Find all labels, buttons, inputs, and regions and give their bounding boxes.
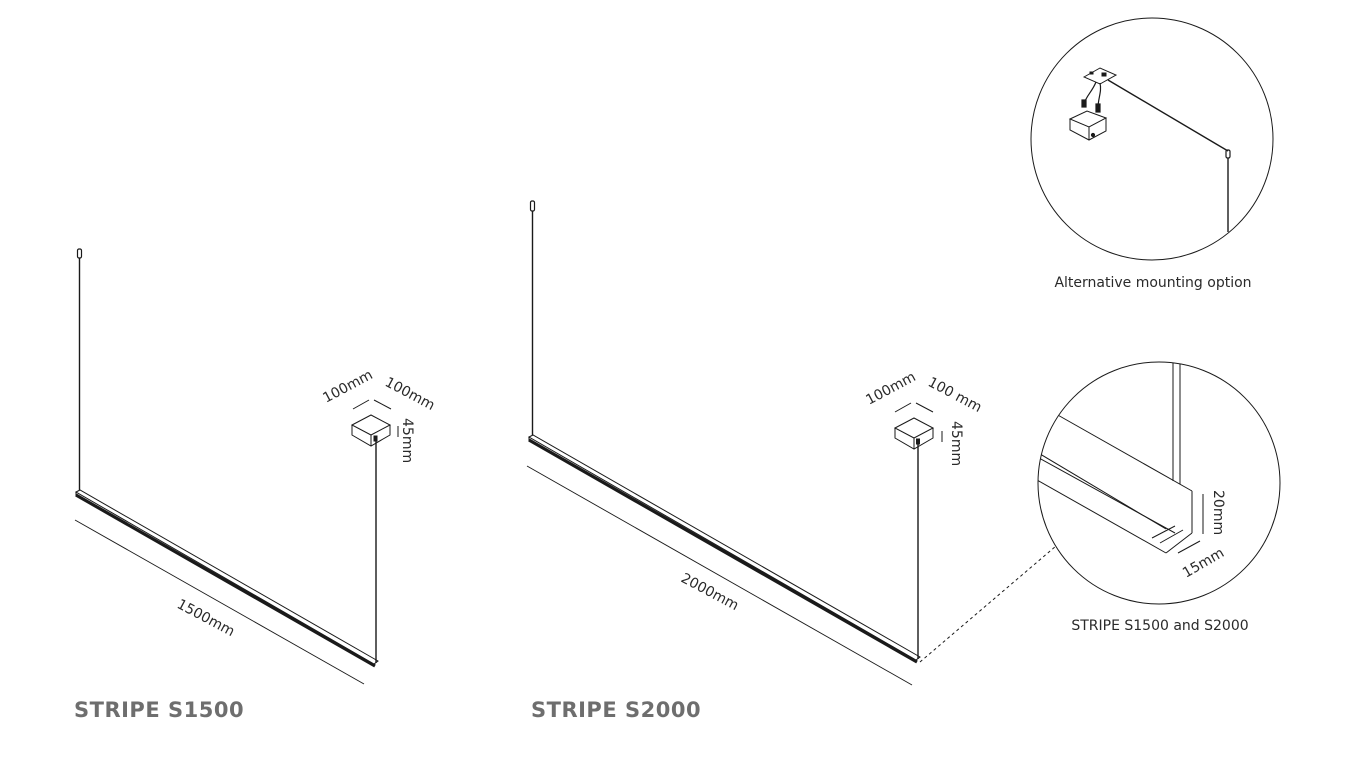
detail-leader-line xyxy=(919,545,1057,663)
product-title-s2000: STRIPE S2000 xyxy=(531,698,701,722)
suspension-wire-left-icon xyxy=(76,248,83,492)
suspension-wire-left-icon xyxy=(529,200,536,436)
luminaire-bar-icon xyxy=(527,434,921,664)
canopy-depth-label: 100 mm xyxy=(925,374,984,416)
product-title-s1500: STRIPE S1500 xyxy=(74,698,244,722)
profile-caption: STRIPE S1500 and S2000 xyxy=(1071,618,1248,634)
length-dimension-line xyxy=(526,465,913,686)
canopy-height-label: 45mm xyxy=(399,418,415,463)
length-label: 2000mm xyxy=(678,570,741,614)
mounting-detail: Alternative mounting option xyxy=(1030,17,1274,291)
profile-height-label: 20mm xyxy=(1210,490,1226,535)
s1500-drawing: 100mm 100mm 45mm 1500mm STRIPE S1500 xyxy=(74,248,437,722)
luminaire-bar-icon xyxy=(74,489,379,668)
canopy-depth-label: 100mm xyxy=(382,374,437,413)
wires-icon xyxy=(1081,81,1102,113)
canopy-box-icon xyxy=(350,414,392,447)
length-dimension-line xyxy=(74,519,365,685)
ceiling-plate-icon xyxy=(1082,67,1118,85)
s2000-drawing: 100mm 100 mm 45mm 2000mm STRIPE S2000 xyxy=(526,200,984,722)
length-label: 1500mm xyxy=(174,596,237,640)
detail-circle xyxy=(1037,361,1281,605)
canopy-width-label: 100mm xyxy=(863,369,918,408)
profile-detail: 20mm 15mm STRIPE S1500 and S2000 xyxy=(1037,361,1281,634)
junction-box-icon xyxy=(1068,110,1108,141)
profile-section-icon xyxy=(1038,362,1193,554)
canopy-height-label: 45mm xyxy=(948,421,964,466)
canopy-box-icon xyxy=(893,417,935,450)
mounting-caption: Alternative mounting option xyxy=(1054,275,1251,291)
detail-circle xyxy=(1030,17,1274,261)
